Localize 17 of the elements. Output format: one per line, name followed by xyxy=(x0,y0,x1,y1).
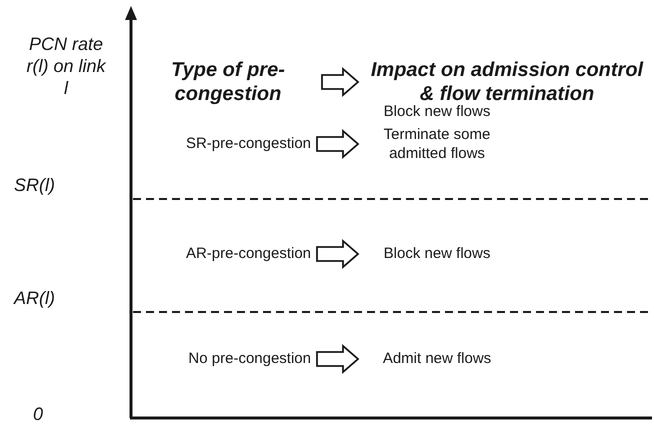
hollow-arrow xyxy=(316,239,360,269)
node-text: Terminate some admitted flows xyxy=(382,125,492,163)
node-text: SR-pre-congestion xyxy=(186,134,311,154)
axis-label: PCN rate r(l) on link l xyxy=(25,33,107,99)
axis-label: 0 xyxy=(33,403,44,424)
hollow-arrow xyxy=(316,344,360,374)
node-text: AR-pre-congestion xyxy=(186,244,311,264)
hollow-arrow xyxy=(316,129,360,159)
node-text: Admit new flows xyxy=(382,349,492,369)
node-text: Block new flows xyxy=(382,244,492,264)
node-text: Block new flows xyxy=(384,102,490,121)
axis-label: SR(l) xyxy=(14,174,55,196)
axis-label: AR(l) xyxy=(14,287,55,309)
node-text: No pre-congestion xyxy=(188,349,311,369)
node-text: Type of pre-congestion xyxy=(170,58,286,106)
node-text: Impact on admission control & flow termination xyxy=(370,58,644,105)
hollow-arrow xyxy=(321,67,360,97)
